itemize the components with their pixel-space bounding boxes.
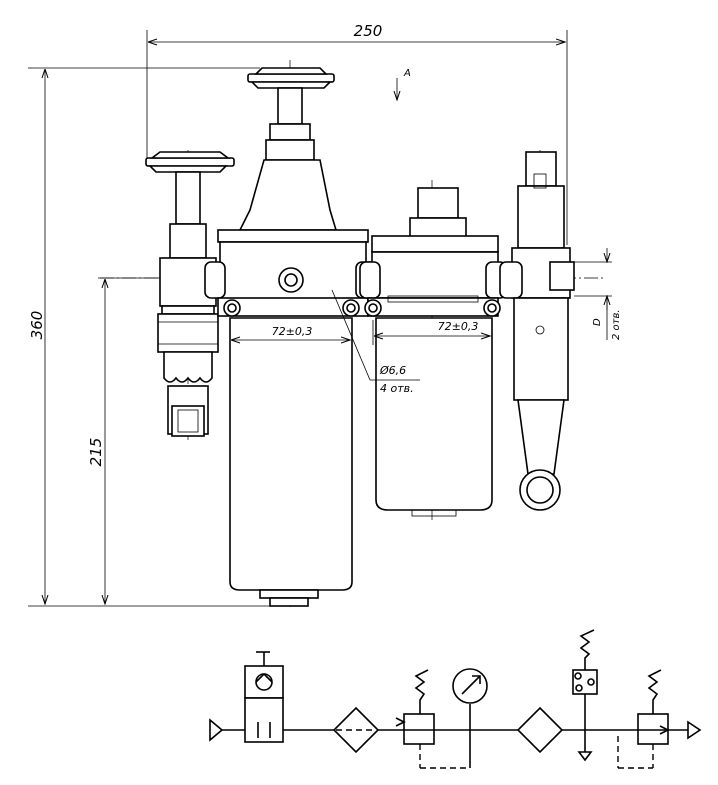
view-label: A: [403, 68, 411, 79]
final-regulator-symbol: [637, 713, 669, 745]
hole-diameter-label: Ø6,6: [379, 364, 406, 377]
dimension-height-total: 360: [28, 67, 270, 607]
outlet-symbol: [687, 720, 702, 740]
dimension-width: 250: [146, 22, 568, 245]
mount-spacing-right-label: 72±0,3: [438, 320, 479, 333]
mount-spacing-left: 72±0,3: [229, 320, 353, 350]
mount-spacing-left-label: 72±0,3: [272, 325, 313, 338]
lubricator: [499, 151, 575, 511]
schematic: [209, 629, 702, 769]
lubricator-symbol: [516, 706, 564, 754]
valve-lower-box: [244, 697, 284, 743]
inlet-symbol: [209, 718, 224, 742]
view-arrow: A: [397, 68, 411, 100]
port-dimension: D 2 отв.: [574, 248, 622, 340]
port-count-label: 2 отв.: [611, 309, 622, 340]
mount-spacing-right: 72±0,3: [372, 320, 493, 345]
hole-callout: Ø6,6 4 отв.: [331, 289, 420, 395]
port-label: D: [592, 318, 603, 326]
filter-unit: [359, 187, 507, 517]
width-label: 250: [354, 22, 383, 40]
height-total-label: 360: [28, 311, 46, 340]
hole-count-label: 4 отв.: [380, 382, 414, 395]
height-axis-label: 215: [87, 438, 105, 467]
dimension-height-axis: 215: [87, 277, 160, 604]
regulator-symbol: [403, 713, 435, 745]
